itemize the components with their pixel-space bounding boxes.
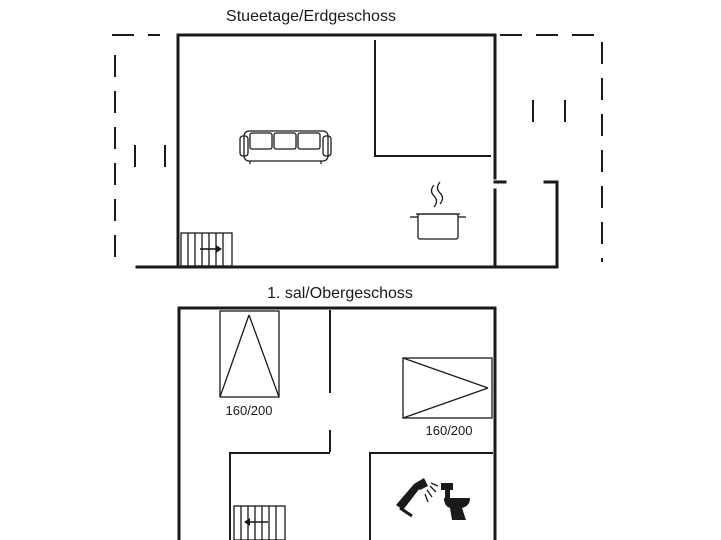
toilet-icon xyxy=(441,483,470,520)
terrace-outline xyxy=(112,34,603,267)
bed-2-label: 160/200 xyxy=(426,423,473,438)
ground-outer-wall xyxy=(176,33,497,269)
stairs-icon xyxy=(180,232,233,267)
sofa-icon xyxy=(239,130,332,164)
bed-1: 160/200 xyxy=(219,310,280,418)
upper-floor: 1. sal/Obergeschoss 160/200 160/200 xyxy=(177,285,497,540)
upper-bathroom-wall xyxy=(369,452,493,540)
upper-floor-title: 1. sal/Obergeschoss xyxy=(267,285,413,302)
ground-annex-wall xyxy=(543,180,559,269)
ground-floor: Stueetage/Erdgeschoss xyxy=(112,8,603,269)
bed-1-label: 160/200 xyxy=(226,403,273,418)
bed-2: 160/200 xyxy=(402,357,493,438)
shower-icon xyxy=(396,478,439,518)
upper-outer-wall xyxy=(177,306,497,540)
stairs-icon-upper xyxy=(233,505,286,540)
cooking-pot-icon xyxy=(410,181,466,240)
upper-wall-c xyxy=(229,452,330,540)
ground-floor-title: Stueetage/Erdgeschoss xyxy=(226,8,396,25)
ground-interior-wall xyxy=(374,40,491,157)
